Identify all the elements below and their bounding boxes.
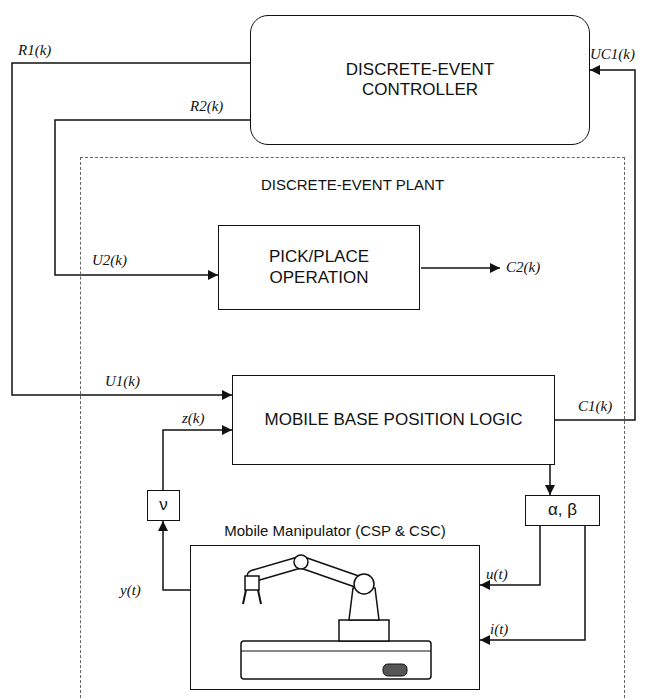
box-label: ν xyxy=(159,495,168,515)
signal-label: u(t) xyxy=(486,566,508,583)
signal-connector xyxy=(549,465,551,495)
converter-box: α, β xyxy=(525,495,600,526)
signal-label: C1(k) xyxy=(578,398,612,415)
signal-connector xyxy=(163,521,190,590)
signal-connector xyxy=(163,430,232,490)
box-label: MOBILE BASE POSITION LOGIC xyxy=(265,410,523,430)
output-arrow xyxy=(421,267,500,269)
region-heading: DISCRETE-EVENT PLANT xyxy=(81,176,624,194)
signal-label: z(k) xyxy=(182,410,205,427)
robot-illustration xyxy=(191,546,478,688)
manipulator-box: Mobile Manipulator (CSP & CSC) xyxy=(190,545,480,690)
box-label: α, β xyxy=(548,500,577,520)
controller-box: DISCRETE-EVENT CONTROLLER xyxy=(250,15,590,145)
signal-label: i(t) xyxy=(490,621,508,638)
process-box: PICK/PLACE OPERATION xyxy=(218,225,420,310)
signal-connector xyxy=(12,63,250,395)
signal-connector xyxy=(480,526,540,585)
converter-box: ν xyxy=(147,490,180,521)
box-label: PICK/PLACE OPERATION xyxy=(234,247,404,288)
process-box: MOBILE BASE POSITION LOGIC xyxy=(232,375,555,465)
plant-region: PICK/PLACE OPERATION MOBILE BASE POSITION… xyxy=(80,157,625,698)
box-label: DISCRETE-EVENT CONTROLLER xyxy=(310,60,530,101)
region-heading: Mobile Manipulator (CSP & CSC) xyxy=(191,522,479,540)
signal-label: UC1(k) xyxy=(590,46,635,63)
signal-label: U1(k) xyxy=(105,373,140,390)
signal-label: y(t) xyxy=(120,582,141,599)
signal-label: R2(k) xyxy=(190,98,223,115)
signal-label: R1(k) xyxy=(18,42,51,59)
signal-connector xyxy=(480,526,585,640)
signal-label: C2(k) xyxy=(506,259,540,276)
signal-label: U2(k) xyxy=(92,252,127,269)
